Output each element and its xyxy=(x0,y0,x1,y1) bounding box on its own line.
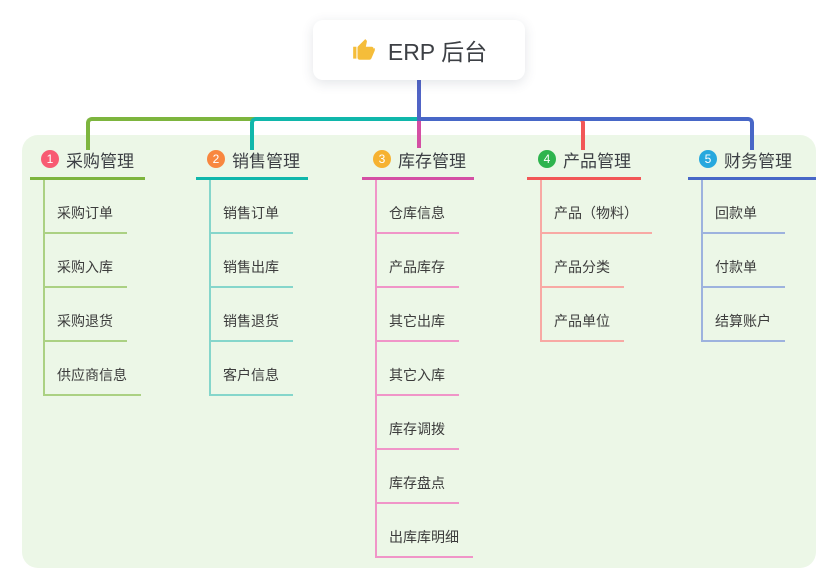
branch-children: 销售订单销售出库销售退货客户信息 xyxy=(196,180,308,396)
child-node[interactable]: 采购入库 xyxy=(43,234,127,288)
branch-number-badge: 4 xyxy=(538,150,556,168)
branch-connector-line xyxy=(43,180,45,396)
branch-children: 回款单付款单结算账户 xyxy=(688,180,816,342)
child-node-label: 其它出库 xyxy=(389,313,445,329)
child-node[interactable]: 其它入库 xyxy=(375,342,459,396)
child-node[interactable]: 产品分类 xyxy=(540,234,624,288)
child-node-label: 产品分类 xyxy=(554,259,610,275)
child-node-label: 库存盘点 xyxy=(389,475,445,491)
child-node[interactable]: 其它出库 xyxy=(375,288,459,342)
child-node-label: 其它入库 xyxy=(389,367,445,383)
branch-title-label: 产品管理 xyxy=(563,151,631,171)
branch-title-label: 销售管理 xyxy=(232,151,300,171)
branch-title[interactable]: 2 销售管理 xyxy=(196,148,308,180)
child-node-label: 销售订单 xyxy=(223,205,279,221)
connector-branch-5 xyxy=(419,117,754,150)
child-node[interactable]: 采购退货 xyxy=(43,288,127,342)
branch-title[interactable]: 4 产品管理 xyxy=(527,148,641,180)
child-node-label: 产品（物料） xyxy=(554,205,638,221)
child-node-label: 产品单位 xyxy=(554,313,610,329)
child-node[interactable]: 结算账户 xyxy=(701,288,785,342)
branch-3: 3 库存管理仓库信息产品库存其它出库其它入库库存调拨库存盘点出库库明细 xyxy=(362,148,474,558)
child-node-label: 结算账户 xyxy=(715,313,771,329)
root-node-label: ERP 后台 xyxy=(387,39,488,65)
branch-children: 产品（物料） 产品分类产品单位 xyxy=(527,180,652,342)
branch-children: 采购订单采购入库采购退货供应商信息 xyxy=(30,180,145,396)
thumbs-up-icon xyxy=(353,39,375,60)
branch-number-badge: 5 xyxy=(699,150,717,168)
child-node[interactable]: 库存调拨 xyxy=(375,396,459,450)
child-node-label: 回款单 xyxy=(715,205,757,221)
child-node[interactable]: 客户信息 xyxy=(209,342,293,396)
branch-2: 2 销售管理销售订单销售出库销售退货客户信息 xyxy=(196,148,308,396)
branch-children: 仓库信息产品库存其它出库其它入库库存调拨库存盘点出库库明细 xyxy=(362,180,474,558)
child-node[interactable]: 供应商信息 xyxy=(43,342,141,396)
branch-title-label: 采购管理 xyxy=(66,151,134,171)
child-node[interactable]: 库存盘点 xyxy=(375,450,459,504)
branch-number-badge: 3 xyxy=(373,150,391,168)
child-node[interactable]: 采购订单 xyxy=(43,180,127,234)
child-node-label: 供应商信息 xyxy=(57,367,127,383)
branch-title[interactable]: 5 财务管理 xyxy=(688,148,816,180)
connector-root xyxy=(417,79,421,121)
connector-branch-2 xyxy=(250,117,421,150)
child-node[interactable]: 销售订单 xyxy=(209,180,293,234)
branch-title[interactable]: 1 采购管理 xyxy=(30,148,145,180)
branch-connector-line xyxy=(209,180,211,396)
child-node-label: 销售出库 xyxy=(223,259,279,275)
child-node[interactable]: 产品库存 xyxy=(375,234,459,288)
background-panel xyxy=(22,135,816,568)
branch-connector-line xyxy=(701,180,703,342)
branch-1: 1 采购管理采购订单采购入库采购退货供应商信息 xyxy=(30,148,145,396)
branch-5: 5 财务管理回款单付款单结算账户 xyxy=(688,148,816,342)
child-node[interactable]: 回款单 xyxy=(701,180,785,234)
child-node-label: 出库库明细 xyxy=(389,529,459,545)
child-node[interactable]: 销售退货 xyxy=(209,288,293,342)
child-node[interactable]: 仓库信息 xyxy=(375,180,459,234)
connector-branch-3 xyxy=(417,121,421,148)
child-node-label: 采购入库 xyxy=(57,259,113,275)
child-node-label: 产品库存 xyxy=(389,259,445,275)
root-node[interactable]: ERP 后台 xyxy=(313,20,525,80)
child-node-label: 销售退货 xyxy=(223,313,279,329)
branch-title-label: 财务管理 xyxy=(724,151,792,171)
child-node[interactable]: 产品单位 xyxy=(540,288,624,342)
branch-4: 4 产品管理产品（物料） 产品分类产品单位 xyxy=(527,148,652,342)
child-node[interactable]: 出库库明细 xyxy=(375,504,473,558)
child-node-label: 仓库信息 xyxy=(389,205,445,221)
branch-number-badge: 2 xyxy=(207,150,225,168)
child-node[interactable]: 付款单 xyxy=(701,234,785,288)
branch-title[interactable]: 3 库存管理 xyxy=(362,148,474,180)
branch-title-label: 库存管理 xyxy=(398,151,466,171)
child-node-label: 采购订单 xyxy=(57,205,113,221)
branch-number-badge: 1 xyxy=(41,150,59,168)
branch-connector-line xyxy=(375,180,377,558)
child-node-label: 付款单 xyxy=(715,259,757,275)
child-node-label: 客户信息 xyxy=(223,367,279,383)
child-node-label: 库存调拨 xyxy=(389,421,445,437)
child-node-label: 采购退货 xyxy=(57,313,113,329)
child-node[interactable]: 销售出库 xyxy=(209,234,293,288)
branch-connector-line xyxy=(540,180,542,342)
child-node[interactable]: 产品（物料） xyxy=(540,180,652,234)
